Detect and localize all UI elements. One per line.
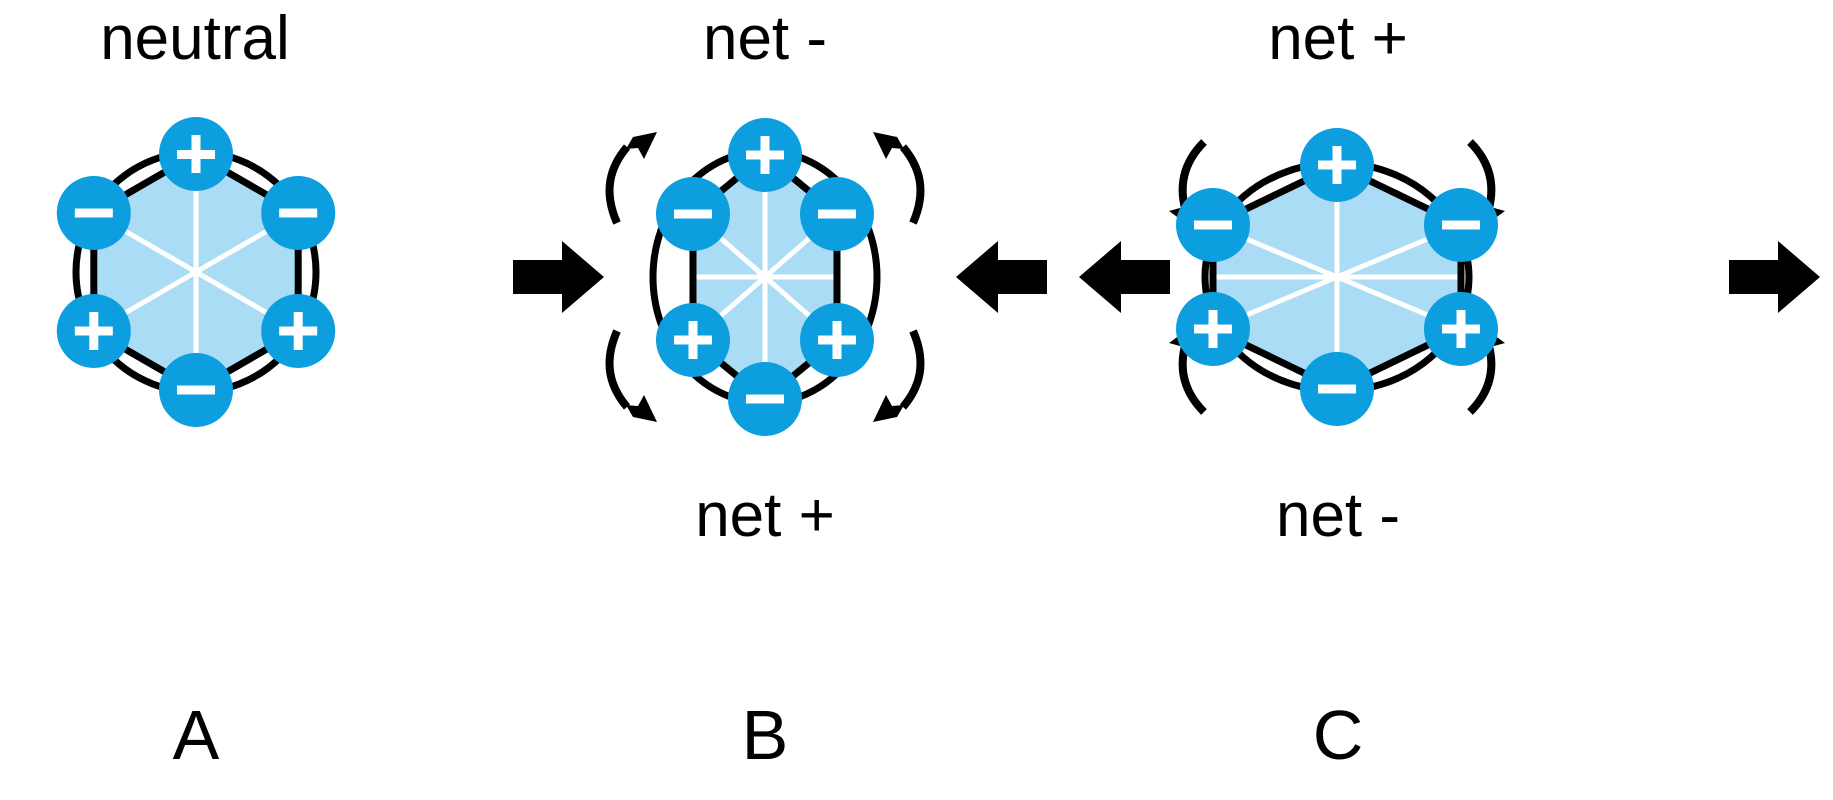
charge-node-bottom-minus[interactable] (728, 362, 802, 436)
curved-arrow-top-left-head (626, 132, 657, 159)
curved-arrow-top-right (899, 144, 925, 225)
panel-a-svg (56, 117, 336, 427)
panel-a-structure (0, 110, 420, 450)
charge-node-upper-right-minus[interactable] (800, 177, 874, 251)
charge-node-upper-left-minus[interactable] (56, 176, 131, 250)
charge-node-bottom-minus[interactable] (159, 353, 233, 427)
panel-b-svg (513, 118, 1047, 436)
charge-node-lower-left-plus[interactable] (656, 303, 730, 377)
charge-node-bottom-minus[interactable] (1300, 352, 1374, 426)
tension-arrow-right (1729, 241, 1820, 313)
panel-c-structure (1065, 110, 1833, 460)
charge-node-lower-right-plus[interactable] (1424, 292, 1498, 366)
charge-node-upper-right-minus[interactable] (261, 176, 336, 250)
curved-arrow-bottom-left (605, 329, 631, 410)
charge-node-upper-left-minus[interactable] (1176, 188, 1250, 262)
compression-arrow-right (956, 241, 1047, 313)
tension-arrow-left (1079, 241, 1170, 313)
charge-node-upper-right-minus[interactable] (1424, 188, 1498, 262)
curved-arrow-bottom-right-head (873, 395, 904, 422)
charge-node-top-plus[interactable] (728, 118, 802, 192)
panel-a-letter: A (172, 696, 220, 774)
panel-b-letter: B (741, 696, 789, 774)
charge-node-lower-left-plus[interactable] (1176, 292, 1250, 366)
panel-b-top-label: net - (702, 4, 828, 73)
curved-arrow-top-right-head (873, 132, 904, 159)
charge-node-lower-right-plus[interactable] (800, 303, 874, 377)
panel-c-letter: C (1312, 696, 1364, 774)
charge-node-upper-left-minus[interactable] (656, 177, 730, 251)
panel-b-structure (500, 110, 1060, 460)
curved-arrow-top-left (605, 144, 631, 225)
panel-a-top-label: neutral (100, 4, 290, 73)
curved-arrow-bottom-left-head (626, 395, 657, 422)
compression-arrow-left (513, 241, 604, 313)
charge-node-lower-left-plus[interactable] (56, 294, 131, 368)
panel-c-bottom-label: net - (1275, 481, 1401, 550)
panel-c-svg (1079, 128, 1820, 426)
charge-node-top-plus[interactable] (159, 117, 233, 191)
panel-b-bottom-label: net + (695, 481, 835, 550)
panel-c-top-label: net + (1268, 4, 1408, 73)
curved-arrow-bottom-right (899, 329, 925, 410)
charge-node-lower-right-plus[interactable] (261, 294, 336, 368)
charge-node-top-plus[interactable] (1300, 128, 1374, 202)
